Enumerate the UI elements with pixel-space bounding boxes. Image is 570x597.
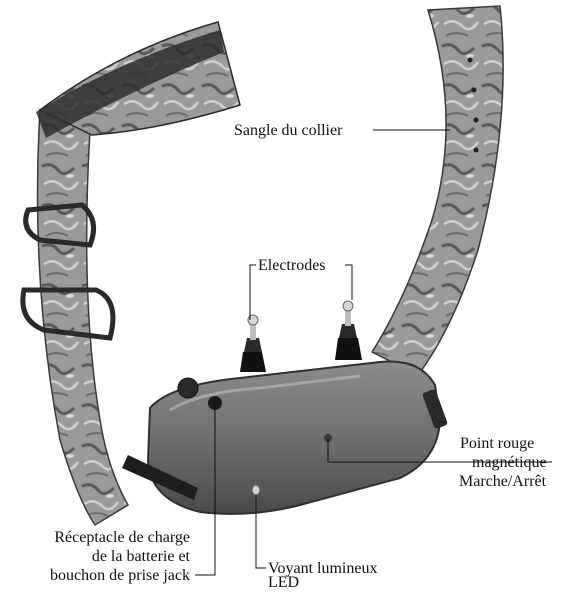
collar-strap-right xyxy=(372,6,503,375)
label-charge-1: Réceptacle de charge xyxy=(54,528,190,547)
label-red-dot-2: magnétique xyxy=(472,453,547,472)
label-charge-2: de la batterie et xyxy=(92,547,190,566)
electrode-right xyxy=(335,301,362,360)
charge-port-plug xyxy=(178,378,198,398)
label-red-dot-3: Marche/Arrêt xyxy=(459,472,546,491)
electrode-left xyxy=(240,315,266,372)
label-electrodes: Electrodes xyxy=(258,256,326,275)
led-indicator xyxy=(252,485,260,495)
label-red-dot-1: Point rouge xyxy=(460,434,534,453)
label-charge-3: bouchon de prise jack xyxy=(50,566,190,585)
label-led-2: LED xyxy=(268,573,299,592)
label-strap: Sangle du collier xyxy=(234,121,342,140)
